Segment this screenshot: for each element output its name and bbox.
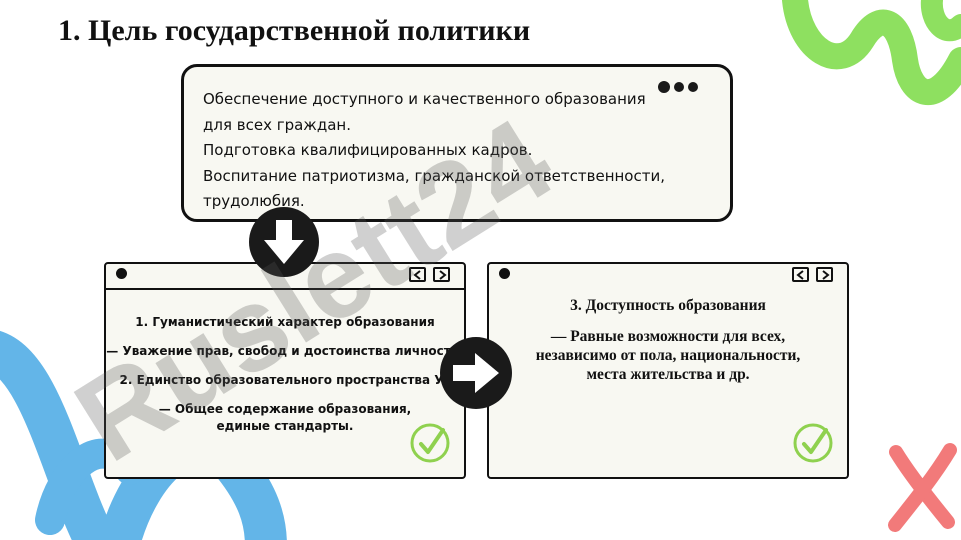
goal-text: Обеспечение доступного и качественного о… <box>203 87 703 215</box>
chevron-right-icon[interactable] <box>433 267 450 282</box>
chevron-left-icon[interactable] <box>409 267 426 282</box>
window-dot-icon <box>499 268 510 279</box>
green-squiggle <box>782 0 961 105</box>
accessibility-body: — Равные возможности для всех, независим… <box>535 328 801 383</box>
chevron-right-icon[interactable] <box>816 267 833 282</box>
chevron-left-icon[interactable] <box>792 267 809 282</box>
principle-line: 2. Единство образовательного пространств… <box>119 373 451 387</box>
slide-title: 1. Цель государственной политики <box>58 14 531 47</box>
goal-line: Обеспечение доступного и качественного о… <box>203 90 646 108</box>
green-squiggle-tail <box>920 0 961 42</box>
left-panel-text: 1. Гуманистический характер образования … <box>106 314 464 447</box>
red-cross-icon <box>888 443 957 532</box>
principle-line: — Общее содержание образования, единые с… <box>158 402 412 433</box>
principles-panel-left: 1. Гуманистический характер образования … <box>104 262 466 479</box>
right-arrow-circle-icon <box>440 337 512 409</box>
window-dot-icon <box>116 268 127 279</box>
check-icon <box>410 423 450 463</box>
panel-title-bar <box>106 264 464 290</box>
menu-dots-icon <box>658 81 698 93</box>
panel-title-bar <box>489 264 847 288</box>
down-arrow-circle-icon <box>249 207 319 277</box>
principles-panel-right: 3. Доступность образования — Равные возм… <box>487 262 849 479</box>
goal-line: Воспитание патриотизма, гражданской отве… <box>203 166 665 185</box>
principle-line: — Уважение прав, свобод и достоинства ли… <box>106 344 464 358</box>
right-panel-text: 3. Доступность образования — Равные возм… <box>515 296 821 396</box>
goal-line: Подготовка квалифицированных кадров. <box>203 141 533 159</box>
accessibility-heading: 3. Доступность образования <box>570 297 766 314</box>
principle-line: 1. Гуманистический характер образования <box>135 315 435 329</box>
goal-card: Обеспечение доступного и качественного о… <box>181 64 733 222</box>
check-icon <box>793 423 833 463</box>
goal-line: для всех граждан. <box>203 115 351 134</box>
goal-line: трудолюбия. <box>203 192 305 210</box>
